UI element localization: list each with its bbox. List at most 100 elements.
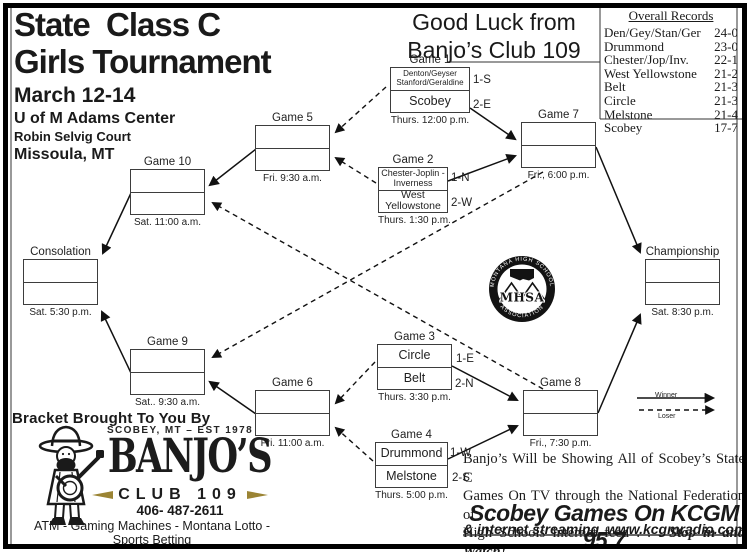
record-team: Drummond bbox=[604, 38, 664, 54]
championship-box: Championship Sat. 8:30 p.m. bbox=[645, 246, 720, 319]
event-dates: March 12-14 bbox=[14, 84, 136, 107]
record-value: 21-3 bbox=[714, 92, 738, 108]
game-time: Sat.. 9:30 a.m. bbox=[134, 397, 201, 408]
record-team: Scobey bbox=[604, 120, 643, 136]
record-value: 24-0 bbox=[714, 25, 738, 40]
game-time: Fri., 7:30 p.m. bbox=[529, 438, 592, 449]
banjos-phone: 406- 487-2611 bbox=[136, 503, 224, 518]
record-value: 21-2 bbox=[714, 65, 738, 81]
game-9-box: Game 9 Sat.. 9:30 a.m. bbox=[130, 336, 205, 409]
game-label: Game 4 bbox=[391, 429, 432, 441]
good-luck-line-2: Banjo’s Club 109 bbox=[407, 37, 581, 63]
matchup-frame bbox=[23, 259, 98, 305]
page-title-line-1: State Class C bbox=[14, 6, 221, 43]
seed-label: 1-W bbox=[450, 447, 472, 459]
game-label: Game 3 bbox=[394, 331, 435, 343]
game-label: Game 9 bbox=[147, 336, 188, 348]
team-slot bbox=[131, 350, 204, 372]
mhsa-center-text: MHSA bbox=[500, 291, 545, 305]
game-6-box: Game 6 Fri. 11:00 a.m. bbox=[255, 377, 330, 450]
seed-label: 1-S bbox=[473, 74, 491, 86]
team-slot bbox=[256, 126, 329, 148]
good-luck-note: Good Luck from Banjo’s Club 109 bbox=[388, 8, 600, 64]
game-label: Game 8 bbox=[540, 377, 581, 389]
record-row: Drummond 23-0 bbox=[604, 38, 738, 54]
game-time: Sat. 8:30 p.m. bbox=[651, 307, 714, 318]
game-label: Championship bbox=[645, 246, 720, 258]
game-5-box: Game 5 Fri. 9:30 a.m. bbox=[255, 112, 330, 185]
record-team: Circle bbox=[604, 92, 636, 108]
game-time: Fri. 9:30 a.m. bbox=[263, 173, 322, 184]
game-time: Sat. 11:00 a.m. bbox=[133, 217, 202, 228]
team-slot: Melstone bbox=[376, 464, 447, 488]
team-slot bbox=[524, 412, 597, 436]
mhsa-logo: MONTANA HIGH SCHOOL ASSOCIATION MHSA bbox=[489, 256, 555, 322]
seed-label: 2-N bbox=[455, 378, 474, 390]
title-block: State Class C Girls Tournament March 12-… bbox=[14, 6, 354, 164]
record-team: Belt bbox=[604, 79, 626, 95]
record-row: Chester/Jop/Inv.22-1 bbox=[604, 53, 738, 67]
seed-label: 2-S bbox=[452, 472, 470, 484]
record-team: Melstone bbox=[604, 106, 653, 122]
banjos-tagline: SCOBEY, MT – EST 1978 bbox=[106, 425, 254, 436]
game-time: Fri., 6:00 p.m. bbox=[527, 170, 590, 181]
event-city: Missoula, MT bbox=[14, 146, 115, 163]
team-slot bbox=[646, 260, 719, 282]
game-8-box: Game 8 Fri., 7:30 p.m. bbox=[523, 377, 598, 450]
gold-dash-right-icon bbox=[246, 491, 268, 499]
game-time: Fri. 11:00 a.m. bbox=[260, 438, 325, 449]
promo-line-3-text: High Schools internet feed . . . bbox=[463, 525, 670, 541]
matchup-frame bbox=[255, 125, 330, 171]
record-row: Melstone 21-4 bbox=[604, 106, 738, 122]
page-title-line-2: Girls Tournament bbox=[14, 43, 272, 80]
matchup-frame: Denton/Geyser Stanford/Geraldine Scobey bbox=[390, 67, 470, 113]
loser-legend-label: Loser bbox=[658, 413, 676, 420]
team-slot bbox=[256, 147, 329, 171]
record-value: 23-0 bbox=[714, 38, 738, 54]
seed-label: 1-E bbox=[456, 353, 474, 365]
game-10-box: Game 10 Sat. 11:00 a.m. bbox=[130, 156, 205, 229]
matchup-frame bbox=[130, 169, 205, 215]
record-team: Chester/Jop/Inv. bbox=[604, 52, 689, 68]
team-slot bbox=[131, 371, 204, 395]
game-label: Game 2 bbox=[392, 154, 434, 166]
game-label: Consolation bbox=[30, 246, 91, 258]
promo-line-2: Games On TV through the National Federat… bbox=[463, 488, 745, 523]
team-slot bbox=[24, 260, 97, 282]
team-slot bbox=[524, 391, 597, 413]
team-slot bbox=[646, 281, 719, 305]
team-slot bbox=[522, 123, 595, 145]
record-row: Scobey 17-7 bbox=[604, 121, 738, 135]
matchup-frame bbox=[523, 390, 598, 436]
team-slot: Belt bbox=[378, 366, 451, 390]
matchup-frame: Circle Belt bbox=[377, 344, 452, 390]
team-slot bbox=[131, 191, 204, 215]
game-label: Game 5 bbox=[272, 112, 313, 124]
matchup-frame bbox=[130, 349, 205, 395]
game-label: Game 7 bbox=[538, 109, 579, 121]
event-venue: U of M Adams Center bbox=[14, 110, 176, 127]
team-slot: Scobey bbox=[391, 89, 469, 113]
team-slot bbox=[24, 281, 97, 305]
team-slot: Chester-Joplin -Inverness bbox=[381, 168, 445, 188]
matchup-frame bbox=[645, 259, 720, 305]
team-slot bbox=[131, 170, 204, 192]
game-2-box: Game 2 Chester-Joplin -Inverness West Ye… bbox=[378, 154, 451, 227]
record-row: Den/Gey/Stan/Ger 24-0 bbox=[604, 26, 738, 40]
game-1-box: Game 1 Denton/Geyser Stanford/Geraldine … bbox=[390, 54, 470, 127]
game-time: Sat. 5:30 p.m. bbox=[29, 307, 92, 318]
records-title: Overall Records bbox=[628, 8, 714, 23]
overall-records-panel: Overall Records Den/Gey/Stan/Ger 24-0 Dru… bbox=[604, 8, 738, 135]
record-value: 21-4 bbox=[714, 106, 738, 122]
game-time: Thurs. 3:30 p.m. bbox=[378, 392, 451, 403]
game-time: Thurs. 1:30 p.m. bbox=[378, 215, 451, 226]
club-109-text: CLUB 109 bbox=[118, 486, 242, 503]
matchup-frame bbox=[255, 390, 330, 436]
record-team: Den/Gey/Stan/Ger bbox=[604, 25, 701, 40]
sponsor-credit: Bracket Brought To You By bbox=[12, 410, 211, 427]
record-value: 17-7 bbox=[714, 120, 738, 136]
seed-label: 2-W bbox=[451, 197, 473, 209]
good-luck-line-1: Good Luck from bbox=[412, 9, 576, 35]
